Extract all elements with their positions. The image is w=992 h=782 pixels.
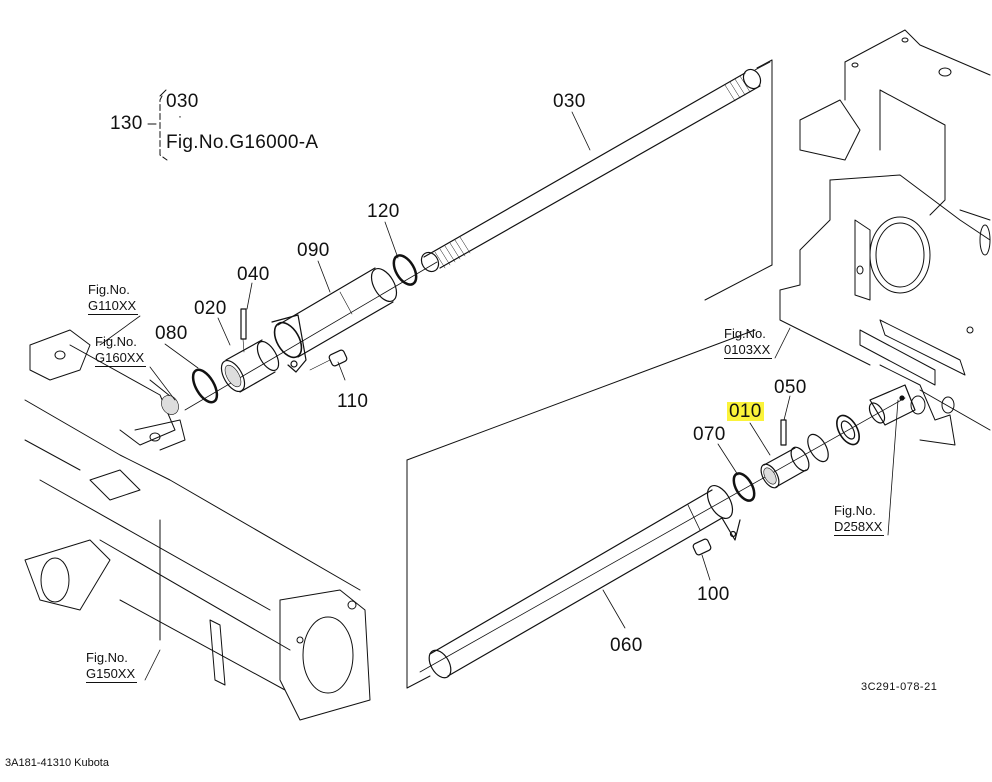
oil-seal [832, 412, 864, 449]
image-caption: 3A181-41310 Kubota [5, 757, 109, 769]
part-label-080[interactable]: 080 [155, 323, 188, 344]
part-label-100[interactable]: 100 [697, 584, 730, 605]
part-label-030[interactable]: 030 [553, 91, 586, 112]
figure-ref-0103xx[interactable]: Fig.No. 0103XX [724, 326, 773, 359]
axle-housing [25, 330, 370, 720]
member-part-number: 030 [166, 91, 199, 112]
snap-ring [804, 431, 833, 465]
figure-ref-g150xx[interactable]: Fig.No. G150XX [86, 650, 138, 683]
figure-ref-prefix: Fig.No. [86, 650, 128, 665]
assembly-figure-ref: Fig.No.G16000-A [166, 132, 319, 153]
part-label-040[interactable]: 040 [237, 264, 270, 285]
figure-ref-code: G110XX [88, 298, 139, 315]
transmission-case [780, 30, 990, 445]
parent-part-number: 130 [110, 113, 143, 134]
assembly-bracket [148, 90, 167, 160]
figure-ref-code: D258XX [834, 519, 885, 536]
part-label-060[interactable]: 060 [610, 635, 643, 656]
drawing-id: 3C291-078-21 [861, 681, 938, 693]
figure-ref-prefix: Fig.No. [95, 334, 137, 349]
plug-110 [310, 349, 348, 370]
figure-ref-code: G150XX [86, 666, 138, 683]
leader-lines [100, 112, 898, 680]
figure-ref-code: 0103XX [724, 342, 773, 359]
o-ring-070 [730, 470, 759, 504]
collar-010 [757, 444, 812, 491]
figure-ref-d258xx[interactable]: Fig.No. D258XX [834, 503, 885, 536]
separator-dot: · [178, 109, 183, 123]
tube-060 [425, 481, 740, 681]
pin-040 [241, 309, 246, 352]
part-label-020[interactable]: 020 [194, 298, 227, 319]
splined-stub [866, 385, 915, 426]
o-ring-080 [188, 366, 222, 406]
part-label-050[interactable]: 050 [774, 377, 807, 398]
lower-axis-line [420, 398, 905, 672]
figure-ref-g110xx[interactable]: Fig.No. G110XX [88, 282, 139, 315]
part-label-070[interactable]: 070 [693, 424, 726, 445]
tube-090 [269, 264, 402, 372]
figure-ref-code: G160XX [95, 350, 147, 367]
part-label-090[interactable]: 090 [297, 240, 330, 261]
upper-group-frame [705, 60, 772, 300]
shaft-030 [418, 66, 764, 274]
part-label-010[interactable]: 010 [727, 401, 764, 422]
figure-ref-g160xx[interactable]: Fig.No. G160XX [95, 334, 147, 367]
plug-100 [692, 538, 712, 556]
upper-axis-line [185, 62, 770, 410]
part-label-110[interactable]: 110 [337, 391, 369, 412]
part-label-120[interactable]: 120 [367, 201, 400, 222]
figure-ref-prefix: Fig.No. [724, 326, 766, 341]
collar-020 [217, 338, 283, 395]
pin-050 [781, 420, 786, 445]
figure-ref-prefix: Fig.No. [88, 282, 130, 297]
lower-group-frame [407, 330, 755, 688]
figure-ref-prefix: Fig.No. [834, 503, 876, 518]
